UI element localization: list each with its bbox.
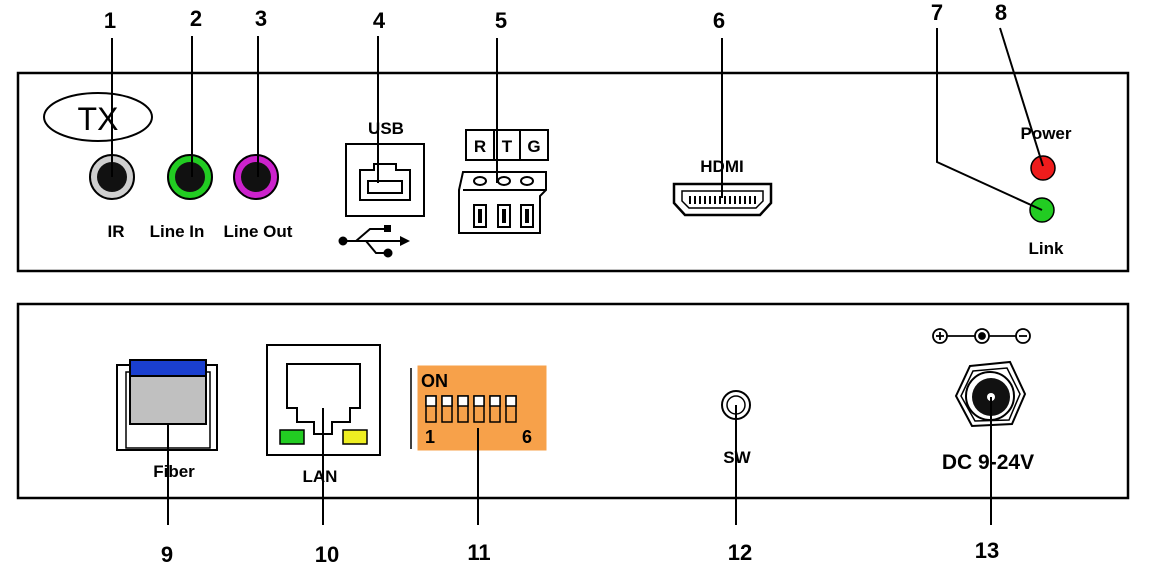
callout-1: 1 [104, 8, 116, 33]
callout-4: 4 [373, 8, 386, 33]
callout-13: 13 [975, 538, 999, 563]
line-in-jack[interactable] [175, 162, 205, 192]
line-out-jack[interactable] [241, 162, 271, 192]
callout-8: 8 [995, 0, 1007, 25]
dip-last-label: 6 [522, 427, 532, 447]
fiber-label: Fiber [153, 462, 195, 481]
callout-5: 5 [495, 8, 507, 33]
callout-10: 10 [315, 542, 339, 567]
hdmi-port-inner [681, 190, 764, 209]
callout-3: 3 [255, 6, 267, 31]
usb-label: USB [368, 119, 404, 138]
lan-port-socket [286, 363, 361, 435]
rs232-pin-box-g [519, 129, 549, 161]
callout-6: 6 [713, 8, 725, 33]
rs232-pin-r: R [474, 137, 486, 156]
callout-9: 9 [161, 542, 173, 567]
usb-port-tongue [367, 180, 403, 194]
usb-trident-icon [338, 225, 410, 258]
tx-badge [43, 92, 153, 142]
top-panel [16, 71, 1130, 273]
fiber-port[interactable] [129, 375, 207, 425]
callout-leader-lines [111, 27, 1044, 525]
line-in-label: Line In [150, 222, 205, 241]
callout-7: 7 [931, 0, 943, 25]
callout-2: 2 [190, 6, 202, 31]
ir-label: IR [108, 222, 125, 241]
dc-label: DC 9-24V [942, 451, 1034, 474]
sw-label: SW [723, 448, 751, 467]
hdmi-port-pins [689, 196, 756, 204]
rs232-pin-t: T [502, 137, 513, 156]
dip-switch-lever-knobs [425, 395, 517, 407]
callout-12: 12 [728, 540, 752, 565]
line-out-label: Line Out [224, 222, 293, 241]
lan-led-left [279, 429, 305, 445]
power-led [1030, 155, 1056, 181]
dip-on-label: ON [421, 371, 448, 391]
rs232-pin-box-t [493, 129, 521, 161]
rs232-pin-g: G [527, 137, 540, 156]
rs232-terminal-block[interactable] [458, 171, 547, 234]
dip-first-label: 1 [425, 427, 435, 447]
dc-polarity-icon [932, 328, 1031, 344]
power-label: Power [1020, 124, 1071, 143]
callout-11: 11 [467, 540, 490, 565]
lan-led-right [342, 429, 368, 445]
dip-switch[interactable] [417, 365, 547, 451]
link-label: Link [1029, 239, 1064, 258]
bottom-panel [16, 302, 1130, 500]
dc-jack-nut-inner [960, 367, 1021, 422]
lan-label: LAN [303, 467, 338, 486]
